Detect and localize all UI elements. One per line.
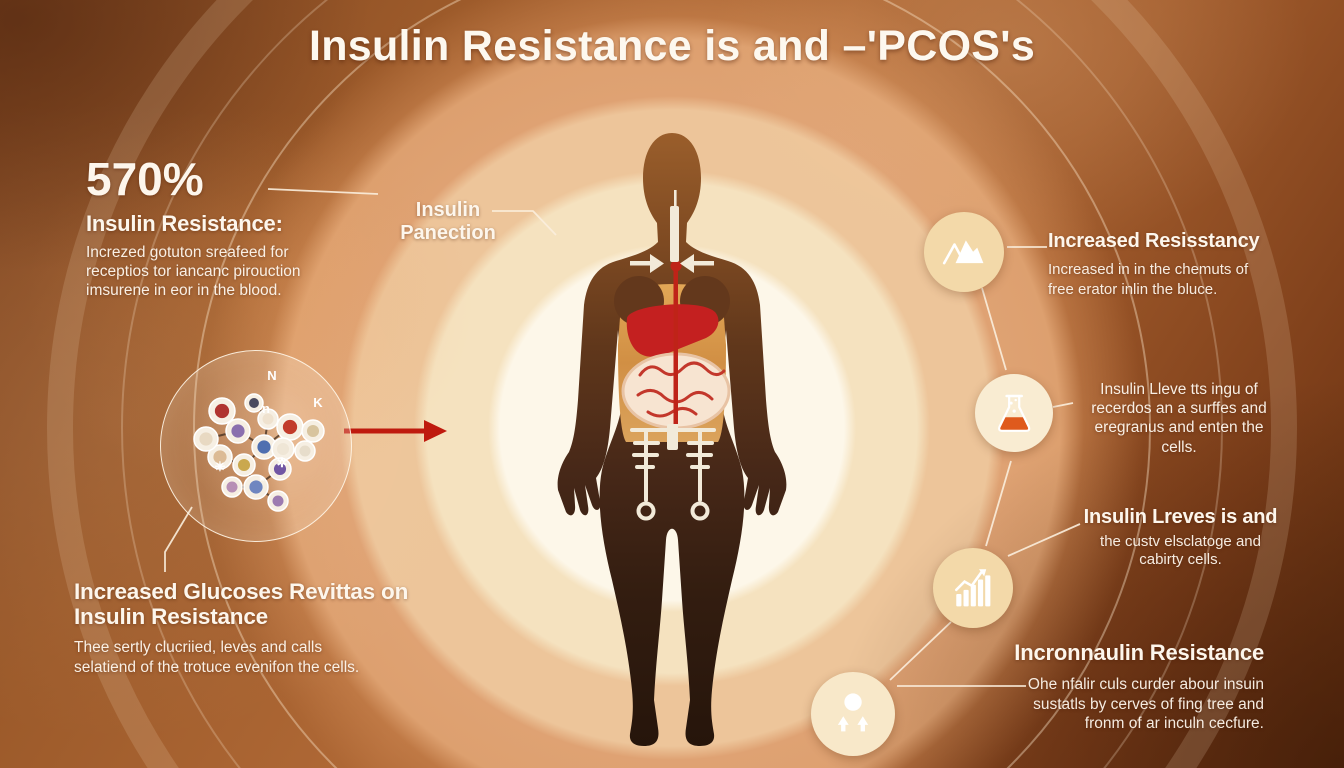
right-item-1-heading: Increased Resisstancy (1048, 230, 1260, 252)
flask-icon-circle (975, 374, 1053, 452)
right-item-4: Incronnaulin Resistance Ohe nfalir culs … (998, 640, 1264, 734)
right-item-4-heading: Incronnaulin Resistance (1014, 640, 1264, 665)
mountain-icon (943, 240, 984, 265)
right-item-3-heading: Insulin Lreves is and (1083, 506, 1278, 528)
breast-shade-right (680, 276, 730, 326)
glucose-block: Increased Glucoses Revittas on Insulin R… (74, 579, 422, 678)
chest-arrows (630, 254, 714, 273)
pancreas-label: Insulin Panection (388, 199, 508, 245)
pancreas-label-line1: Insulin (415, 199, 481, 221)
torso-panel (618, 284, 726, 442)
svg-text:✲: ✲ (277, 455, 288, 470)
stat-body: Increzed gotuton sreafeed for receptios … (86, 244, 301, 299)
glucose-molecule-cluster: N Kn ✳ ✲ * (193, 368, 325, 512)
insulin-red-line (673, 266, 678, 424)
svg-text:*: * (259, 473, 265, 488)
pancreas-label-line2: Panection (400, 222, 496, 244)
page-title: Insulin Resistance is and –'PCOS's (308, 22, 1036, 70)
intestines (621, 352, 731, 430)
people-icon (837, 693, 869, 732)
intestine-detail (636, 361, 726, 418)
breast-shade-left (614, 276, 664, 326)
right-item-4-body: Ohe nfalir culs curder abour insuin sust… (1027, 676, 1264, 733)
pelvic-center-bar (667, 424, 678, 450)
bar-chart-icon (955, 569, 991, 607)
right-item-2-body: Insulin Lleve tts ingu of recerdos an a … (1091, 381, 1267, 456)
stat-value: 570% (86, 153, 204, 205)
right-item-2: Insulin Lleve tts ingu of recerdos an a … (1078, 380, 1280, 457)
svg-text:n: n (262, 401, 270, 416)
flask-icon (997, 394, 1031, 432)
right-item-3: Insulin Lreves is and the custv elsclato… (1083, 506, 1278, 570)
esophagus-line (674, 190, 677, 210)
pelvic-tubes (630, 428, 716, 521)
svg-text:K: K (313, 395, 323, 410)
right-item-3-body: the custv elsclatoge and cabirty cells. (1100, 533, 1261, 569)
glucose-body: Thee sertly clucriied, leves and calls s… (74, 639, 360, 677)
glucose-heading: Increased Glucoses Revittas on Insulin R… (74, 579, 409, 630)
liver (626, 304, 719, 357)
mountain-icon-circle (924, 212, 1004, 292)
bar-chart-icon-circle (933, 548, 1013, 628)
svg-text:N: N (267, 368, 276, 383)
stat-heading: Insulin Resistance: (86, 211, 283, 236)
red-arrow (344, 420, 447, 442)
people-icon-circle (811, 672, 895, 756)
stat-block: 570% Insulin Resistance: Increzed gotuto… (86, 156, 371, 301)
syringe-barrel (670, 206, 679, 262)
right-item-1-body: Increased in in the chemuts of free erat… (1048, 261, 1249, 298)
body-silhouette (557, 133, 787, 746)
svg-text:✳: ✳ (215, 459, 226, 474)
right-item-1: Increased Resisstancy Increased in in th… (1048, 230, 1293, 299)
